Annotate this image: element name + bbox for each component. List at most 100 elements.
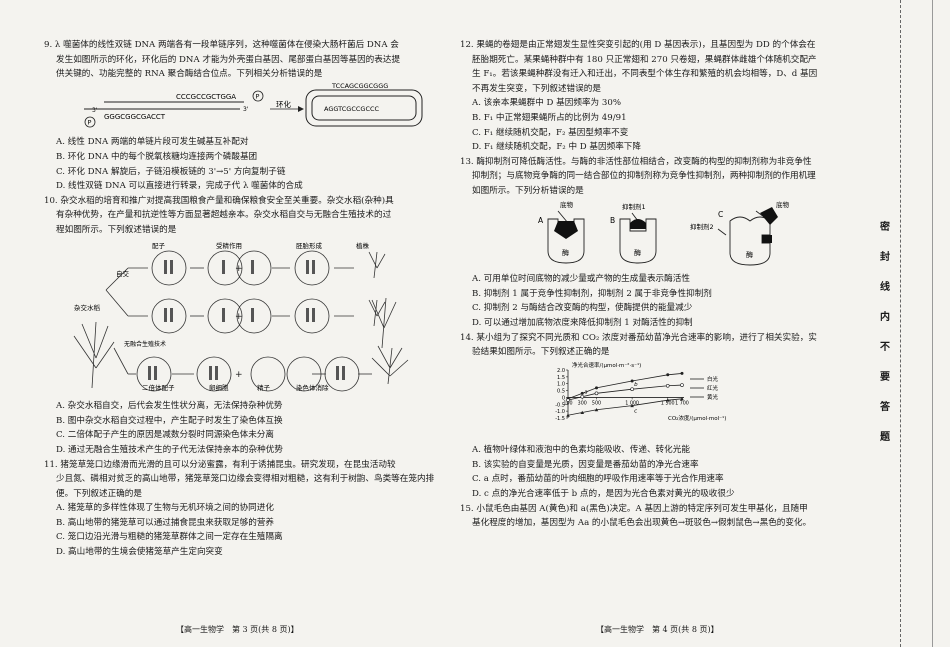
chart-point bbox=[566, 413, 570, 417]
svg-text:P: P bbox=[88, 118, 92, 126]
q15-stem-2: 基化程度的增加，基因型为 Aa 的小鼠毛色会出现黄色→斑驳色→假刺鼠色→黑色的变… bbox=[472, 518, 812, 529]
substrate-shape-a bbox=[554, 220, 578, 239]
chart-point bbox=[580, 394, 585, 399]
chart-x-tick-label: 300 bbox=[578, 400, 587, 406]
svg-text:抑制剂1: 抑制剂1 bbox=[622, 202, 646, 211]
svg-text:无融合生殖技术: 无融合生殖技术 bbox=[124, 340, 166, 348]
chart-x-tick-label: 1 000 bbox=[625, 400, 639, 406]
inhibitor1-shape bbox=[630, 218, 646, 229]
chart-point bbox=[566, 398, 570, 402]
svg-text:P: P bbox=[256, 92, 260, 100]
seal-strip: 密 封 线 内 不 要 答 题 bbox=[870, 0, 950, 647]
q9-option-a: A. 线性 DNA 两端的单链片段可发生碱基互补配对 bbox=[56, 137, 249, 148]
right-column: 12. 果蝇的卷翅是由正常翅发生显性突变引起的(用 D 基因表示)，且基因型为 … bbox=[460, 0, 840, 531]
svg-text:+: + bbox=[235, 264, 243, 274]
chart-legend-label: 红光 bbox=[707, 384, 719, 392]
q12-stem-2: 胚胎期死亡。某果蝇种群中有 180 只正常翅和 270 只卷翅，果蝇群体雌雄个体… bbox=[472, 54, 817, 65]
chart-point bbox=[666, 372, 670, 376]
q13-stem-2: 抑制剂；与底物竞争酶的同一结合部位的抑制剂称为竞争性抑制剂，两种抑制剂的作用机理 bbox=[472, 171, 816, 182]
q14-option-d: D. c 点的净光合速率低于 b 点的，是因为光合色素对黄光的吸收很少 bbox=[472, 489, 735, 500]
chart-y-tick-label: -1.5 bbox=[555, 416, 565, 422]
svg-text:+: + bbox=[235, 370, 243, 380]
q10-rice-figure: 配子 受精作用 胚胎形成 植株 杂交水稻 自交 无融合生殖技术 二倍体配子 卵细… bbox=[73, 241, 409, 392]
chart-legend-label: 黄光 bbox=[707, 393, 719, 401]
q14-stem-2: 验结果如图所示。下列叙述正确的是 bbox=[472, 347, 610, 358]
chart-point bbox=[630, 387, 634, 391]
q9-option-d: D. 线性双链 DNA 可以直接进行转录，完成子代 λ 噬菌体的合成 bbox=[56, 181, 303, 192]
q10-stem-3: 程如图所示。下列叙述错误的是 bbox=[56, 224, 177, 235]
q11-option-c: C. 笼口边沿光滑与粗糙的猪笼草群体之间一定存在生殖隔离 bbox=[56, 532, 283, 543]
chart-point bbox=[580, 391, 584, 395]
q11-option-d: D. 高山地带的生境会使猪笼草产生定向突变 bbox=[56, 547, 223, 558]
chart-point bbox=[680, 382, 684, 387]
q12-stem-3: 生 F₁。若该果蝇种群没有迁入和迁出，不同表型个体生存和繁殖的机会均相等，D、d… bbox=[472, 69, 818, 80]
svg-text:B: B bbox=[610, 216, 615, 225]
q9-dna-figure: CCCGCCGCTGGA P 3' GGGCGGCGACCT P 3' 环化 T… bbox=[84, 82, 423, 128]
chart-legend-label: 白光 bbox=[707, 375, 719, 383]
seal-char: 答 bbox=[880, 402, 890, 413]
q14-option-b: B. 该实验的自变量是光质，因变量是番茄幼苗的净光合速率 bbox=[472, 459, 699, 470]
left-column: 9. λ 噬菌体的线性双链 DNA 两端各有一段单链序列，这种噬菌体在侵染大肠杆… bbox=[44, 0, 439, 560]
svg-text:二倍体配子: 二倍体配子 bbox=[142, 383, 175, 392]
footer-right: 【高一生物学 第 4 页(共 8 页)】 bbox=[596, 625, 719, 634]
chart-point bbox=[594, 391, 599, 395]
svg-text:酶: 酶 bbox=[746, 250, 753, 259]
seal-char: 密 bbox=[880, 222, 890, 233]
chart-x-tick-label: 500 bbox=[592, 400, 601, 406]
seal-char: 题 bbox=[880, 432, 890, 443]
chart-x-tick-label: 1 700 bbox=[675, 400, 689, 406]
inhibitor2-shape bbox=[762, 234, 772, 243]
svg-text:染色体消除: 染色体消除 bbox=[296, 383, 329, 392]
q9-stem-3: 供关键的、功能完整的 RNA 聚合酶结合位点。下列相关分析错误的是 bbox=[56, 69, 323, 80]
chart-annotation: b bbox=[634, 382, 638, 388]
q10-stem-2: 有杂种优势，在产量和抗逆性等方面显著超越亲本。杂交水稻自交与无融合生殖技术的过 bbox=[56, 210, 392, 221]
chart-y-tick-label: 0 bbox=[562, 395, 565, 401]
seal-border-line bbox=[932, 0, 933, 647]
chart-y-tick-label: 0.5 bbox=[557, 388, 565, 394]
q11-stem-2: 少且氮、磷相对贫乏的高山地带，猪笼草笼口边缘会变得相对粗糙，这有利于树鼩、鸟类等… bbox=[56, 474, 435, 485]
chart-point bbox=[594, 407, 599, 411]
chart-point bbox=[580, 410, 585, 414]
svg-text:酶: 酶 bbox=[562, 248, 569, 257]
q9-bottom-strand: GGGCGGCGACCT bbox=[104, 113, 166, 121]
q14-stem-1: 14. 某小组为了探究不同光质和 CO₂ 浓度对番茄幼苗净光合速率的影响，进行了… bbox=[460, 332, 817, 343]
chart-y-tick-label: -1.0 bbox=[555, 409, 565, 415]
chart-y-tick-label: 1.5 bbox=[557, 375, 565, 381]
q9-stem-2: 发生如图所示的环化，环化后的 DNA 才能为外壳蛋白基因、尾部蛋白基因等基因的表… bbox=[56, 54, 401, 65]
chart-series-line bbox=[567, 372, 683, 399]
q11-stem-3: 便。下列叙述正确的是 bbox=[56, 488, 142, 499]
svg-text:卵细胞: 卵细胞 bbox=[209, 383, 229, 392]
q13-enzyme-figure: A B C 底物 抑制剂1 抑制剂2 底物 酶 酶 酶 bbox=[538, 200, 790, 265]
q12-option-d: D. F₁ 继续随机交配，F₂ 中 D 基因频率下降 bbox=[472, 142, 641, 153]
q13-stem-3: 如图所示。下列分析错误的是 bbox=[472, 185, 584, 196]
chart-point bbox=[680, 396, 684, 400]
svg-text:受精作用: 受精作用 bbox=[216, 241, 242, 250]
svg-text:杂交水稻: 杂交水稻 bbox=[74, 303, 101, 312]
q10-option-a: A. 杂交水稻自交，后代会发生性状分离，无法保持杂种优势 bbox=[56, 401, 283, 412]
chart-point bbox=[665, 398, 670, 402]
svg-text:植株: 植株 bbox=[356, 241, 370, 250]
chart-y-tick-label: 1.0 bbox=[557, 381, 565, 387]
chart-point bbox=[630, 403, 634, 407]
svg-text:底物: 底物 bbox=[776, 200, 790, 209]
q11-option-a: A. 猪笼草的多样性体现了生物与无机环境之间的协同进化 bbox=[56, 503, 274, 514]
q12-option-c: C. F₁ 继续随机交配，F₂ 基因型频率不变 bbox=[472, 127, 629, 138]
svg-text:3': 3' bbox=[92, 107, 98, 114]
chart-point bbox=[595, 386, 598, 390]
svg-text:精子: 精子 bbox=[257, 383, 271, 392]
q12-option-a: A. 该亲本果蝇群中 D 基因频率为 30% bbox=[472, 98, 621, 109]
seal-char: 线 bbox=[880, 282, 890, 293]
q10-option-c: C. 二倍体配子产生的原因是减数分裂时同源染色体未分离 bbox=[56, 430, 274, 441]
seal-char: 封 bbox=[880, 252, 890, 263]
q14-chart: 净光合速率/(μmol·m⁻²·s⁻¹) CO₂浓度/(μmol·mol⁻¹) … bbox=[555, 361, 726, 422]
svg-text:底物: 底物 bbox=[560, 200, 574, 209]
chart-annotation: c bbox=[634, 408, 637, 414]
chart-y-tick-label: -0.5 bbox=[555, 402, 565, 408]
q12-stem-4: 不再发生突变，下列叙述错误的是 bbox=[472, 83, 601, 94]
q9-circ-top: TCCAGCGGCGGG bbox=[331, 82, 388, 90]
chart-annotation: a bbox=[584, 389, 588, 395]
seal-char: 内 bbox=[880, 312, 890, 323]
svg-text:3': 3' bbox=[243, 106, 249, 113]
seal-dashed-line bbox=[900, 0, 901, 647]
